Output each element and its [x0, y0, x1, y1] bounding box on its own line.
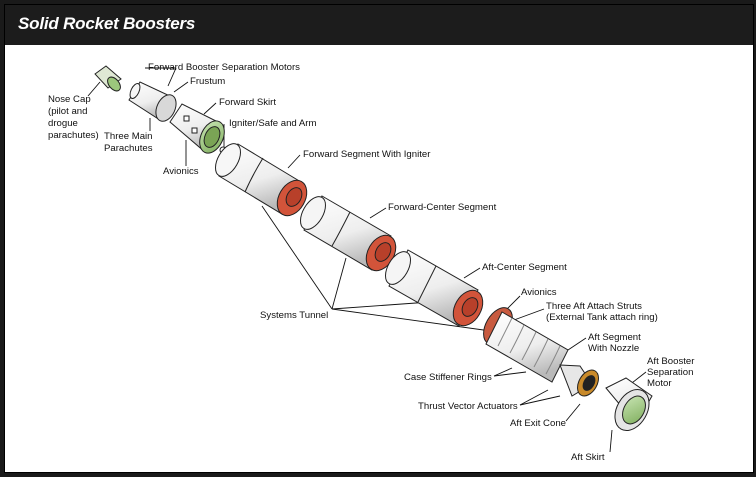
- label-nose-cap-3: drogue: [48, 118, 78, 129]
- label-systems-tunnel: Systems Tunnel: [260, 310, 328, 321]
- label-forward-skirt: Forward Skirt: [219, 97, 276, 108]
- leader-tunnel-4: [331, 308, 499, 333]
- label-nose-cap-4: parachutes): [48, 130, 99, 141]
- forward-segment: [215, 143, 308, 217]
- leader-frustum: [173, 81, 189, 93]
- label-forward-separation-motors: Forward Booster Separation Motors: [148, 62, 300, 73]
- label-aft-sep-motor-1: Aft Booster: [647, 356, 695, 367]
- label-forward-center-segment: Forward-Center Segment: [388, 202, 497, 213]
- label-aft-segment-2: With Nozzle: [588, 343, 639, 354]
- leader-tunnel-2: [331, 257, 347, 310]
- leader-tva-2: [519, 395, 561, 406]
- leader-attach-struts: [513, 308, 545, 321]
- label-forward-segment: Forward Segment With Igniter: [303, 149, 431, 160]
- label-nose-cap-2: (pilot and: [48, 106, 87, 117]
- nose-cap: [94, 65, 122, 92]
- labels: Forward Booster Separation Motors Frustu…: [48, 62, 695, 463]
- label-main-parachutes-1: Three Main: [104, 131, 153, 142]
- aft-center-segment: [385, 249, 484, 327]
- diagram-panel: Solid Rocket Boosters: [4, 4, 754, 473]
- leader-aft-skirt: [609, 429, 613, 453]
- leader-forward-segment: [287, 154, 301, 169]
- leader-lines: [87, 67, 647, 453]
- leader-exit-cone: [565, 403, 581, 422]
- label-attach-struts-2: (External Tank attach ring): [546, 312, 658, 323]
- label-avionics-aft: Avionics: [521, 287, 557, 298]
- diagram-title: Solid Rocket Boosters: [18, 14, 196, 33]
- label-case-stiffener-rings: Case Stiffener Rings: [404, 372, 492, 383]
- label-igniter: Igniter/Safe and Arm: [229, 118, 316, 129]
- label-nose-cap-1: Nose Cap: [48, 94, 91, 105]
- label-aft-center-segment: Aft-Center Segment: [482, 262, 567, 273]
- aft-skirt: [605, 377, 653, 431]
- leader-forward-skirt: [203, 102, 217, 115]
- leader-nose-cap: [87, 81, 101, 97]
- forward-skirt: [169, 103, 225, 154]
- leader-stiffener-1: [493, 367, 513, 377]
- leader-stiffener-2: [493, 371, 527, 377]
- leader-forward-center: [369, 207, 387, 219]
- forward-center-segment: [300, 195, 397, 272]
- label-aft-skirt: Aft Skirt: [571, 452, 605, 463]
- label-main-parachutes-2: Parachutes: [104, 143, 153, 154]
- leader-aft-center: [463, 267, 481, 279]
- label-aft-sep-motor-3: Motor: [647, 378, 672, 389]
- leader-tva-1: [519, 389, 549, 406]
- srb-exploded-diagram: Forward Booster Separation Motors Frustu…: [48, 62, 695, 463]
- leader-tunnel-3: [331, 301, 431, 310]
- title-bar: Solid Rocket Boosters: [5, 5, 753, 45]
- leader-tunnel-1: [261, 205, 333, 310]
- aft-segment: [483, 307, 599, 397]
- label-frustum: Frustum: [190, 76, 225, 87]
- label-aft-exit-cone: Aft Exit Cone: [510, 418, 566, 429]
- label-attach-struts-1: Three Aft Attach Struts: [546, 301, 642, 312]
- leader-aft-segment: [567, 337, 587, 351]
- label-aft-segment-1: Aft Segment: [588, 332, 641, 343]
- label-aft-sep-motor-2: Separation: [647, 367, 693, 378]
- label-avionics-forward: Avionics: [163, 166, 199, 177]
- frustum: [128, 81, 177, 122]
- label-thrust-vector-actuators: Thrust Vector Actuators: [418, 401, 518, 412]
